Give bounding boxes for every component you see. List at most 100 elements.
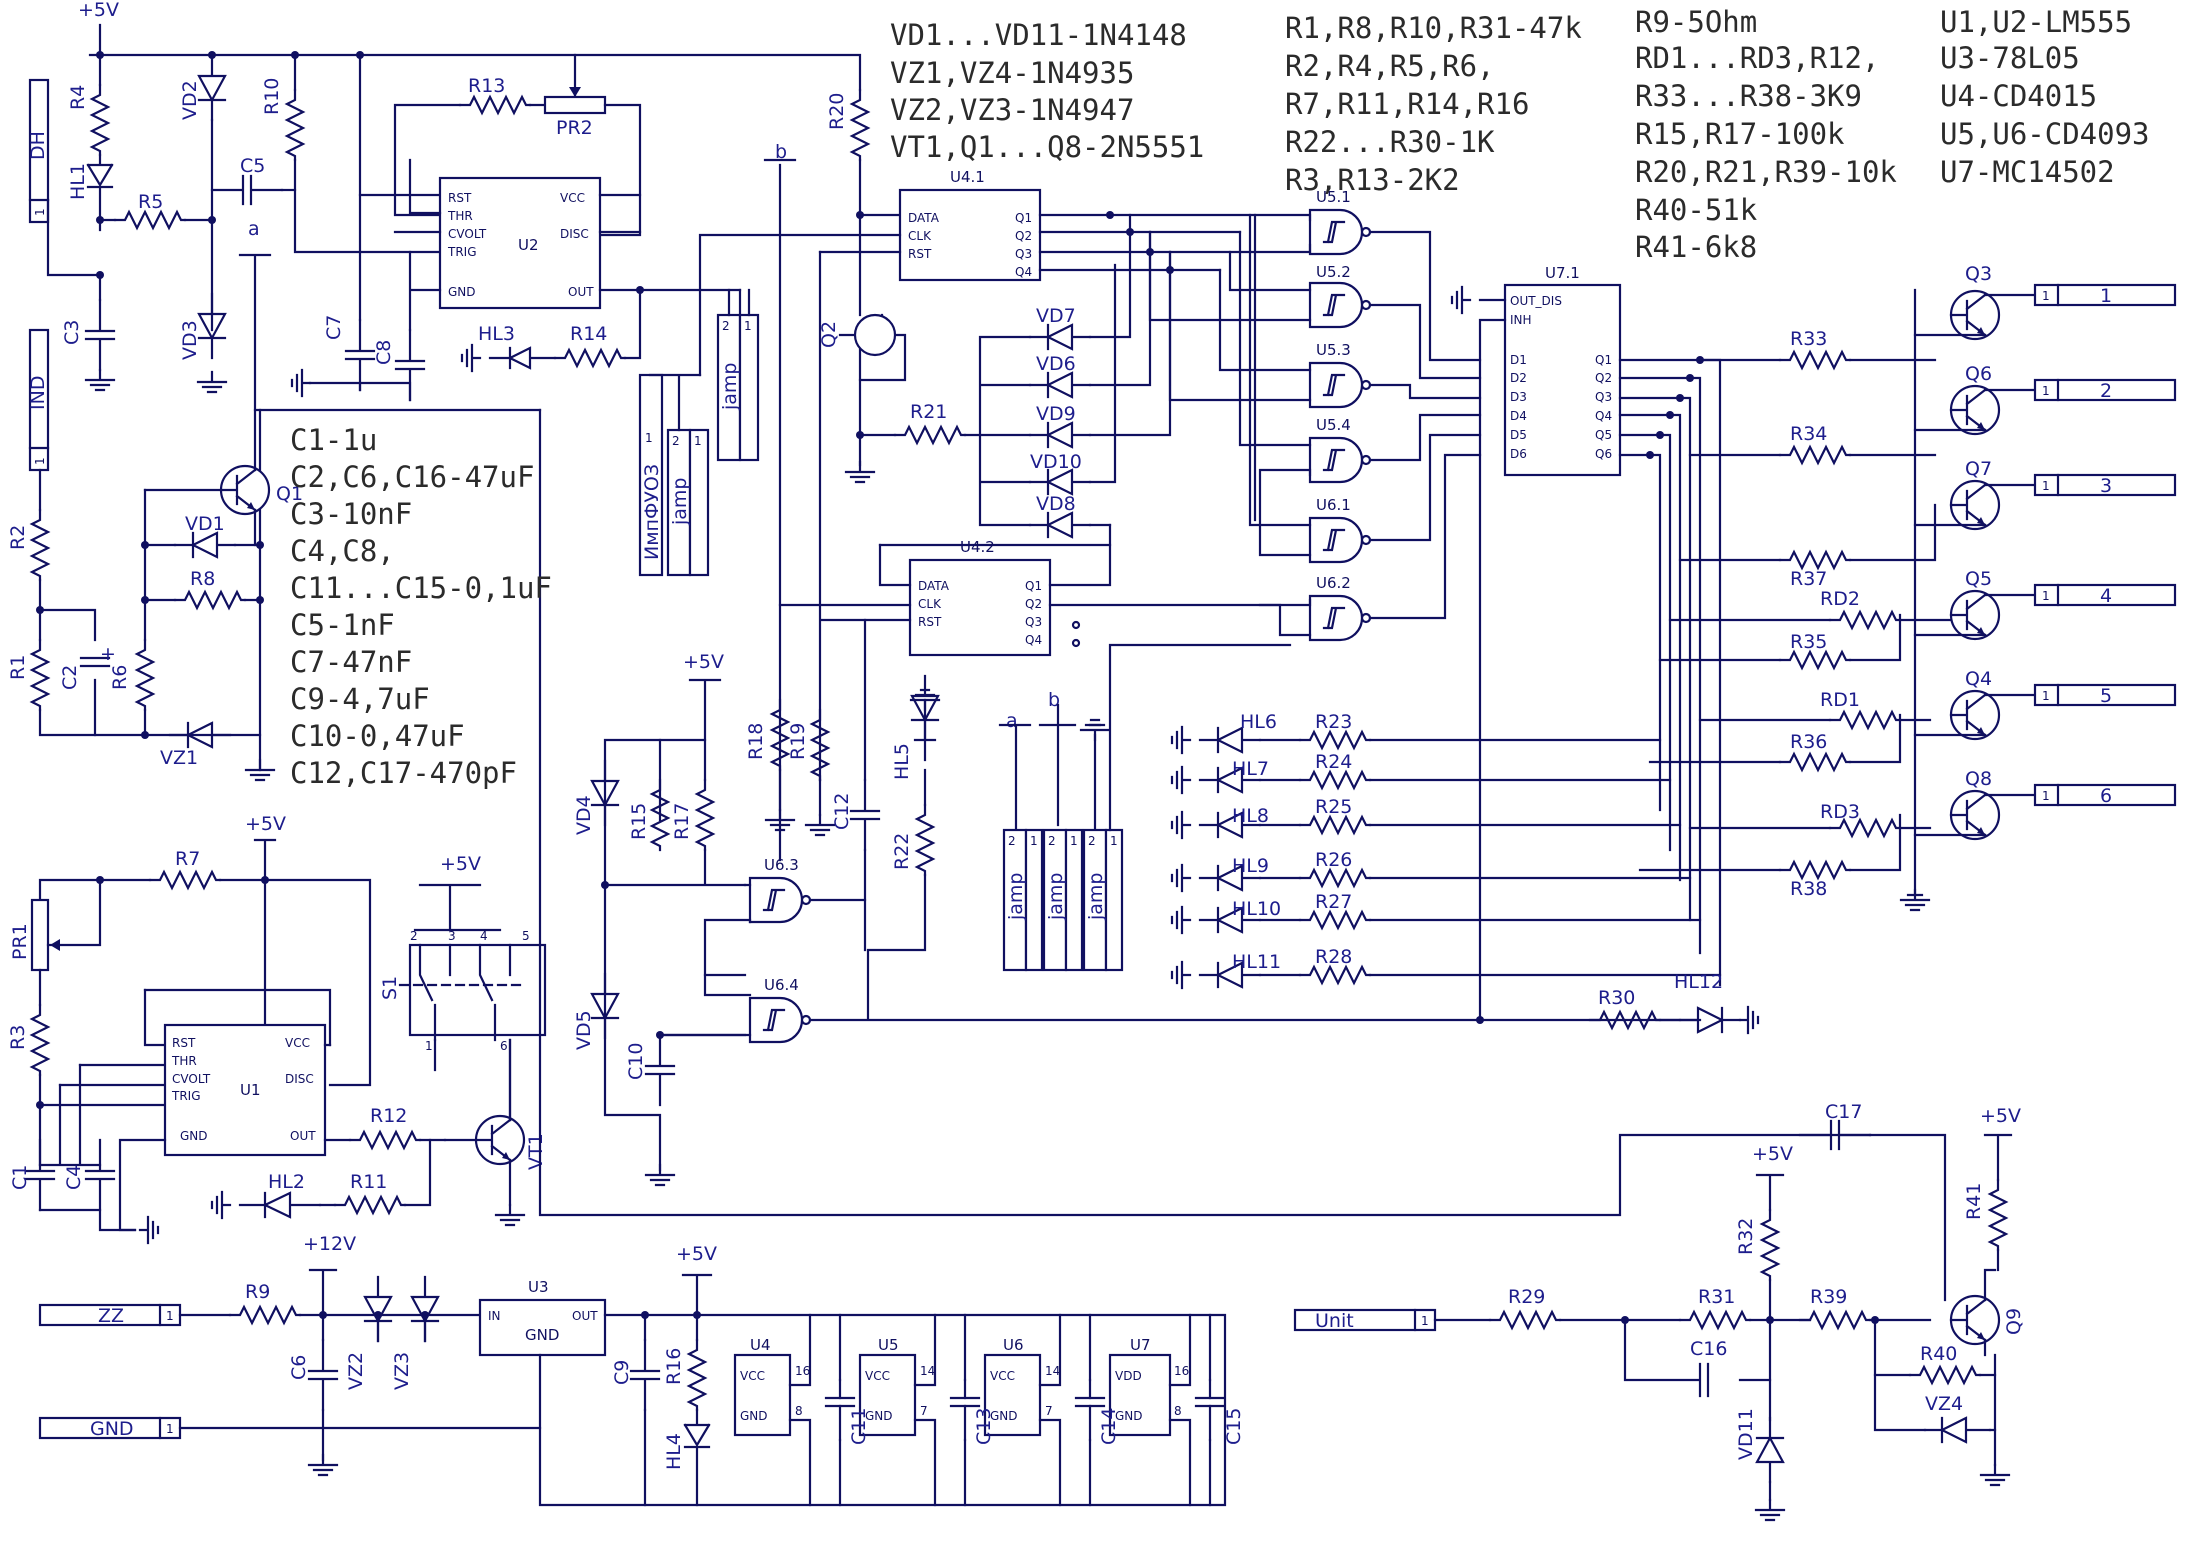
svg-text:8: 8	[795, 1404, 803, 1418]
hl2-label: HL2	[268, 1171, 305, 1193]
c8-label: C8	[373, 340, 395, 365]
svg-text:R36: R36	[1790, 731, 1827, 753]
svg-text:GND: GND	[448, 285, 476, 299]
supply-label: +5V	[78, 0, 119, 21]
svg-text:3: 3	[2100, 475, 2112, 497]
svg-text:jamp: jamp	[1085, 873, 1107, 922]
svg-text:R40-51k: R40-51k	[1635, 193, 1758, 227]
svg-text:2: 2	[1048, 834, 1056, 848]
u1-label: U1	[240, 1081, 261, 1099]
svg-text:+12V: +12V	[303, 1233, 356, 1255]
svg-text:5: 5	[2100, 685, 2112, 707]
jamp-label-2: jamp	[719, 363, 741, 412]
vz3-label: VZ3	[391, 1352, 413, 1390]
vz2-label: VZ2	[345, 1352, 367, 1390]
svg-text:6: 6	[2100, 785, 2112, 807]
hl4-label: HL4	[663, 1433, 685, 1470]
svg-text:16: 16	[1174, 1364, 1189, 1378]
svg-text:TRIG: TRIG	[447, 245, 477, 259]
r19-label: R19	[787, 723, 809, 760]
svg-text:1: 1	[33, 208, 47, 216]
svg-text:1: 1	[166, 1309, 174, 1323]
r32-label: R32	[1735, 1218, 1757, 1255]
svg-text:C13: C13	[973, 1408, 995, 1445]
vd5-label: VD5	[573, 1010, 595, 1050]
ind-label: IND	[27, 376, 49, 410]
svg-text:1: 1	[2042, 479, 2050, 493]
u2-pins: RST THR CVOLT TRIG GND VCC DISC OUT	[447, 191, 594, 299]
svg-text:VCC: VCC	[740, 1369, 765, 1383]
c1-label: C1	[9, 1165, 31, 1190]
svg-text:1: 1	[1070, 834, 1078, 848]
svg-text:3: 3	[448, 929, 456, 943]
svg-text:GND: GND	[180, 1129, 208, 1143]
svg-text:R37: R37	[1790, 568, 1827, 590]
svg-text:+: +	[100, 643, 116, 665]
hl1-label: HL1	[67, 163, 89, 200]
svg-text:jamp: jamp	[1005, 873, 1027, 922]
u52-label: U5.2	[1316, 263, 1351, 281]
svg-text:+5V: +5V	[245, 813, 286, 835]
r14-label: R14	[570, 323, 607, 345]
svg-text:Q4: Q4	[1025, 633, 1042, 647]
q2-label: Q2	[818, 321, 840, 348]
svg-text:2: 2	[2100, 380, 2112, 402]
svg-text:8: 8	[1174, 1404, 1182, 1418]
svg-text:jamp: jamp	[1045, 873, 1067, 922]
u54-label: U5.4	[1316, 416, 1351, 434]
svg-text:Q6: Q6	[1595, 447, 1612, 461]
svg-text:14: 14	[920, 1364, 935, 1378]
svg-text:VD1...VD11-1N4148: VD1...VD11-1N4148	[890, 18, 1187, 52]
svg-text:6: 6	[500, 1039, 508, 1053]
svg-text:VD6: VD6	[1036, 353, 1076, 375]
svg-text:5: 5	[522, 929, 530, 943]
svg-text:2: 2	[1088, 834, 1096, 848]
svg-text:CVOLT: CVOLT	[448, 227, 487, 241]
r2-label: R2	[7, 525, 29, 550]
svg-text:VD10: VD10	[1030, 451, 1082, 473]
u1-pins: RST THR CVOLT TRIG GND VCC DISC OUT	[171, 1036, 316, 1143]
r1-label: R1	[7, 655, 29, 680]
diode-matrix: VD7 VD6 VD9 VD10 VD8	[1028, 305, 1092, 539]
svg-text:Q3: Q3	[1025, 615, 1042, 629]
svg-text:1: 1	[2100, 285, 2112, 307]
svg-text:+5V: +5V	[1752, 1143, 1793, 1165]
svg-text:CLK: CLK	[908, 229, 932, 243]
r10-label: R10	[261, 78, 283, 115]
svg-text:Unit: Unit	[1315, 1310, 1354, 1332]
svg-text:RD1: RD1	[1820, 689, 1860, 711]
svg-text:VCC: VCC	[560, 191, 585, 205]
svg-text:VCC: VCC	[865, 1369, 890, 1383]
u2-label: U2	[518, 236, 539, 254]
svg-text:1: 1	[645, 431, 653, 445]
vd11-label: VD11	[1735, 1408, 1757, 1460]
vz1-label: VZ1	[160, 747, 198, 769]
r30-label: R30	[1598, 987, 1635, 1009]
svg-text:U1,U2-LM555: U1,U2-LM555	[1940, 5, 2132, 39]
svg-text:VD7: VD7	[1036, 305, 1076, 327]
u51-label: U5.1	[1316, 188, 1351, 206]
u41-pins: DATA CLK RST Q1 Q2 Q3 Q4	[908, 211, 1032, 279]
svg-text:D1: D1	[1510, 353, 1527, 367]
svg-text:INH: INH	[1510, 313, 1532, 327]
vd4-label: VD4	[573, 795, 595, 835]
u42-label: U4.2	[960, 538, 995, 556]
svg-text:R38: R38	[1790, 878, 1827, 900]
svg-text:R3,R13-2K2: R3,R13-2K2	[1285, 163, 1460, 197]
semiconductor-notes: VD1...VD11-1N4148 VZ1,VZ4-1N4935 VZ2,VZ3…	[890, 18, 1204, 164]
svg-text:D4: D4	[1510, 409, 1527, 423]
led-bank: HL6 HL7 HL8 HL9 HL10 HL11 R23 R24 R25 R2…	[1170, 711, 1372, 990]
r8-label: R8	[190, 568, 215, 590]
svg-text:RD2: RD2	[1820, 588, 1860, 610]
hl3-label: HL3	[478, 323, 515, 345]
u53-label: U5.3	[1316, 341, 1351, 359]
vd3-label: VD3	[179, 320, 201, 360]
svg-text:OUT: OUT	[568, 285, 594, 299]
svg-text:4: 4	[2100, 585, 2112, 607]
u41-label: U4.1	[950, 168, 985, 186]
svg-text:D3: D3	[1510, 390, 1527, 404]
svg-text:C4,C8,: C4,C8,	[290, 534, 395, 568]
svg-text:VDD: VDD	[1115, 1369, 1142, 1383]
svg-text:C14: C14	[1098, 1408, 1120, 1445]
